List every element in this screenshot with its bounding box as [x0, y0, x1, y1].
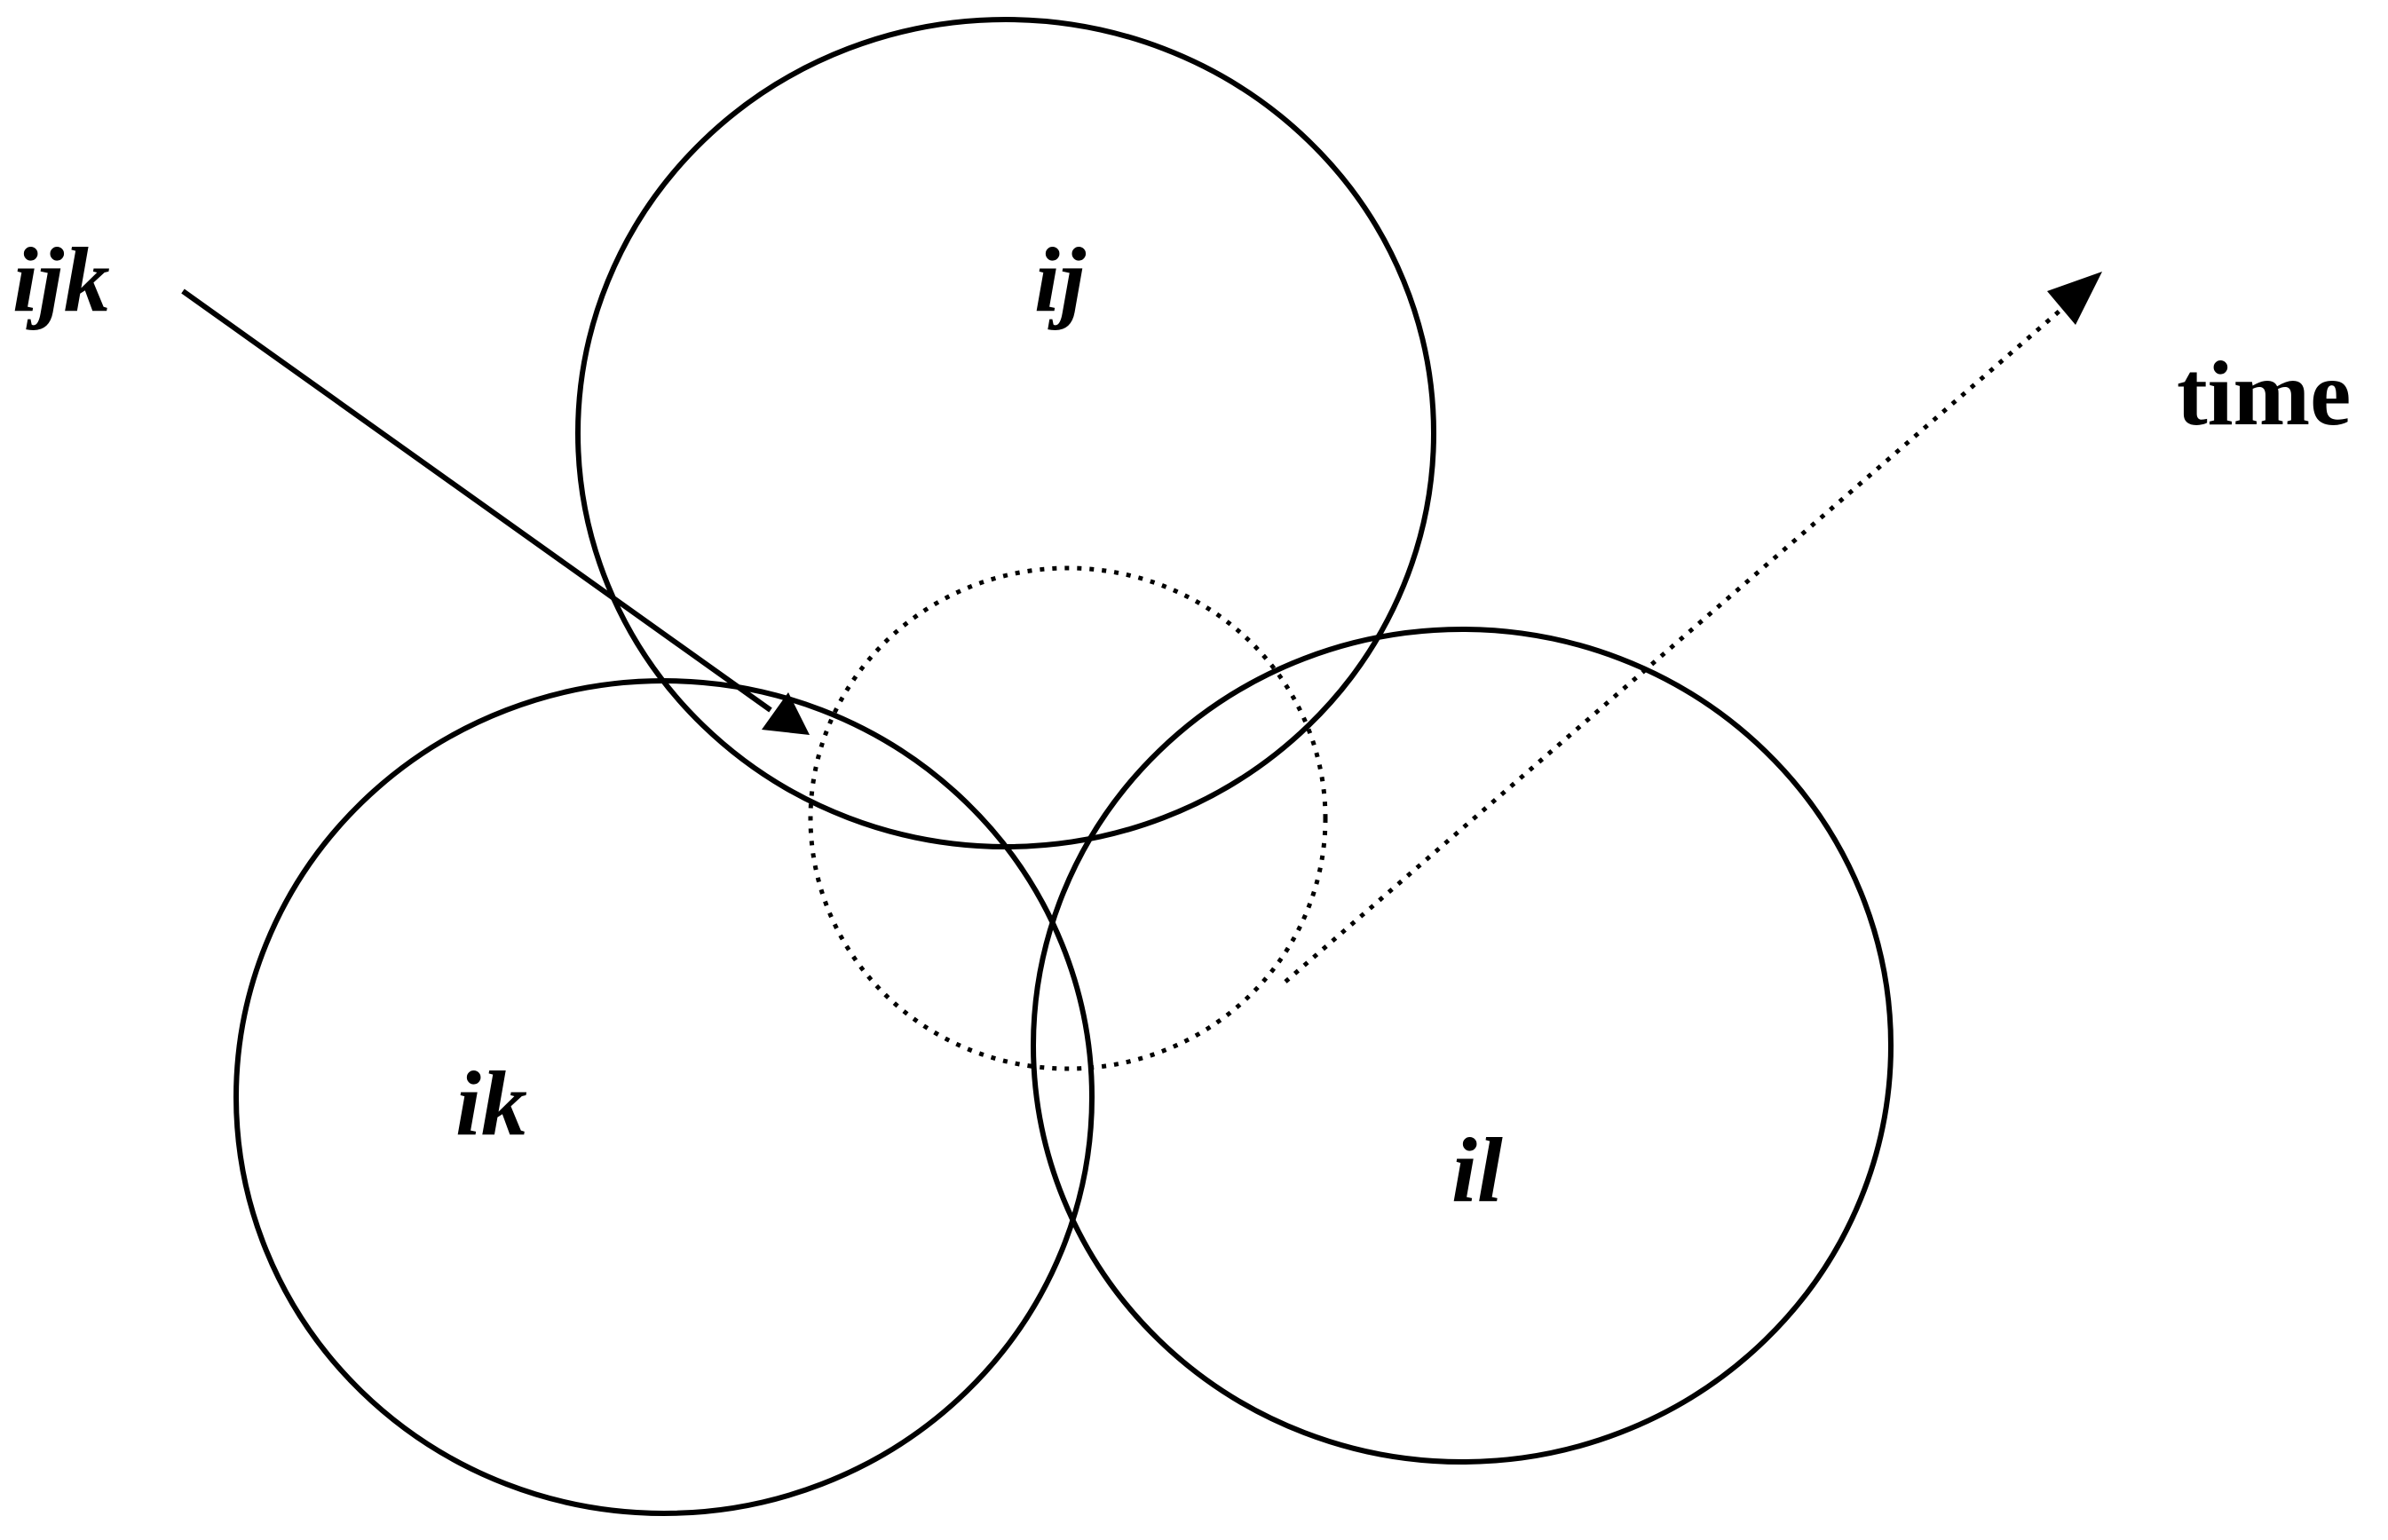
label-ik: ik: [455, 1053, 527, 1155]
circle-il: [1031, 627, 1894, 1465]
arrowhead-time: [2047, 272, 2102, 325]
circle-dotted-center: [808, 565, 1328, 1071]
label-ij: ij: [1034, 229, 1087, 331]
label-il: il: [1451, 1119, 1503, 1221]
arrow-ijk: [181, 288, 772, 713]
arrow-time: [1284, 305, 2066, 983]
label-ijk: ijk: [12, 229, 110, 331]
label-time: time: [2177, 343, 2351, 445]
circle-ik: [233, 678, 1095, 1516]
arrowhead-ijk: [762, 692, 810, 735]
circle-ij: [575, 17, 1436, 849]
